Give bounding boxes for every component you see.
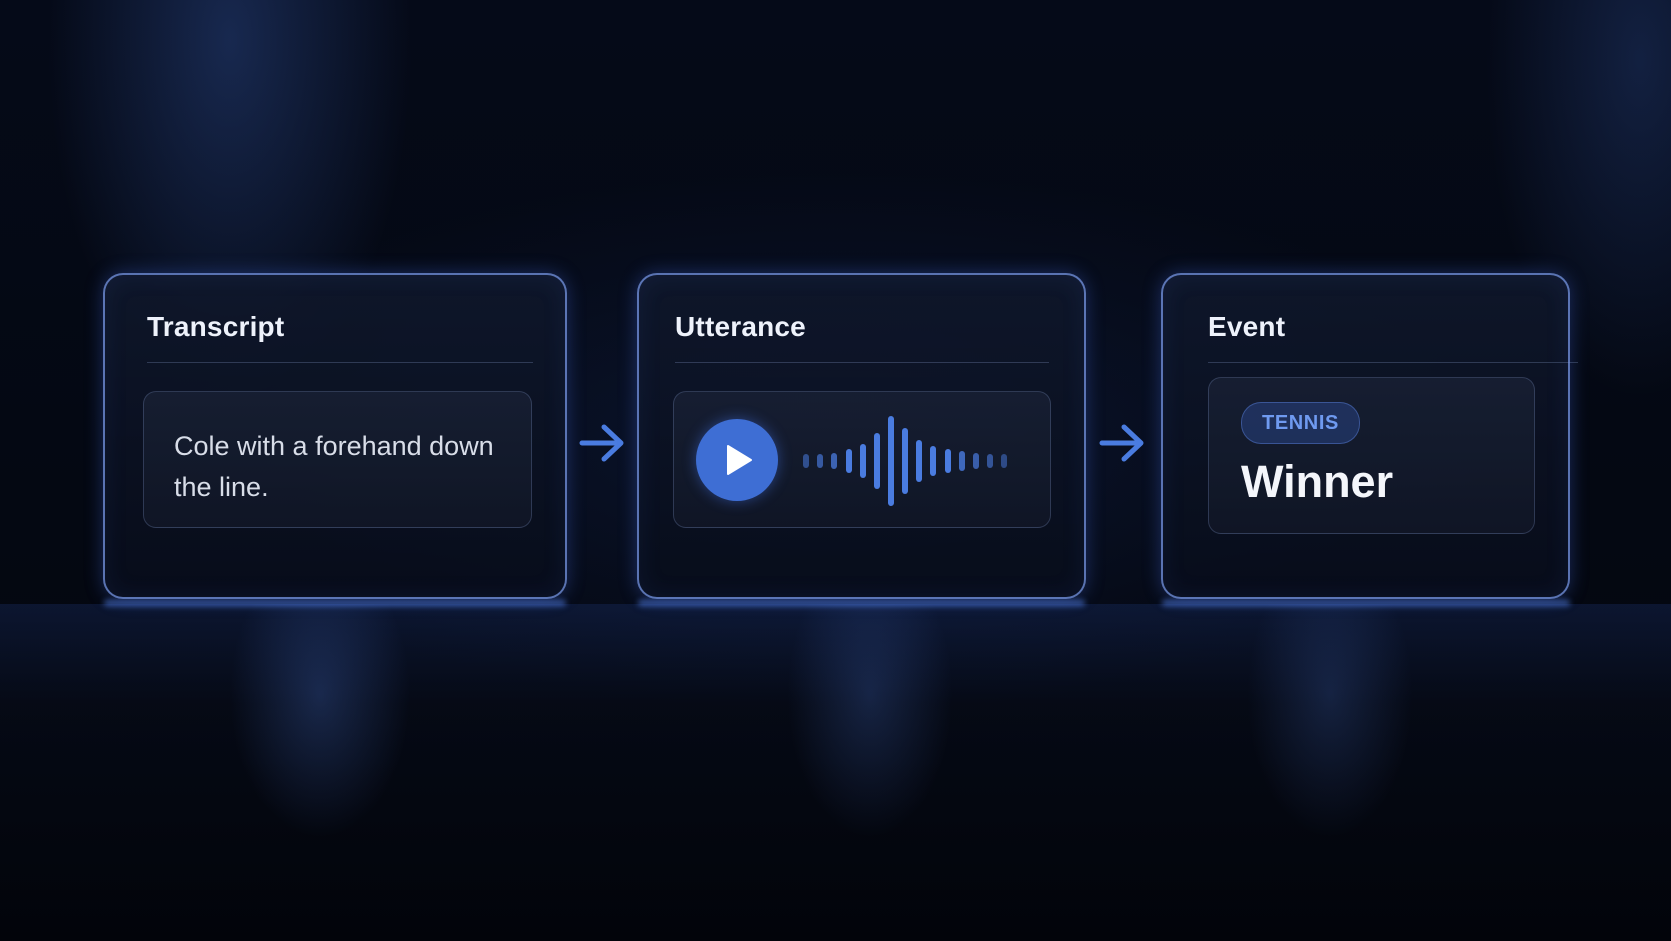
event-value: Winner	[1241, 456, 1394, 507]
event-title: Event	[1208, 311, 1286, 342]
transcript-title: Transcript	[147, 311, 285, 342]
reflective-floor	[0, 604, 1671, 941]
audio-waveform-icon	[803, 416, 1007, 506]
card-glow-transcript	[104, 600, 566, 606]
card-glow-utterance	[638, 600, 1085, 606]
sport-tag: TENNIS	[1241, 402, 1360, 444]
card-divider	[1208, 362, 1578, 363]
arrow-right-icon	[1099, 424, 1144, 462]
event-box: TENNIS Winner	[1208, 377, 1535, 534]
utterance-card: Utterance	[637, 273, 1086, 599]
audio-player	[673, 391, 1051, 528]
card-divider	[147, 362, 533, 363]
arrow-right-icon	[579, 424, 624, 462]
card-glow-event	[1162, 600, 1570, 606]
card-divider	[675, 362, 1049, 363]
transcript-box: Cole with a forehand down the line.	[143, 391, 532, 528]
event-card: Event TENNIS Winner	[1161, 273, 1578, 599]
transcript-card: Transcript Cole with a forehand down the…	[103, 273, 567, 599]
utterance-title: Utterance	[675, 311, 806, 342]
play-button[interactable]	[696, 419, 778, 501]
transcript-text: Cole with a forehand down the line.	[174, 431, 494, 502]
play-icon	[727, 445, 752, 475]
